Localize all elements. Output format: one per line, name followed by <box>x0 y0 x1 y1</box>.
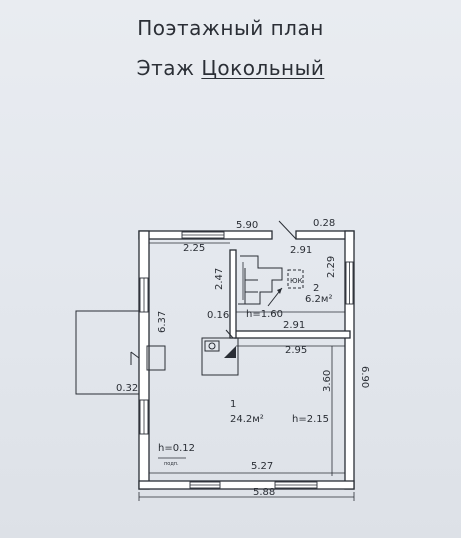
doors <box>130 220 297 365</box>
floor-name: Цокольный <box>201 56 325 80</box>
stair-height-label: h=1.60 <box>246 309 283 320</box>
porch-outline <box>75 310 140 395</box>
dim-stair-height: 2.47 <box>214 268 225 290</box>
wall-partition-horizontal <box>234 330 351 339</box>
door-porch-leaf <box>130 351 140 359</box>
porch <box>75 310 166 395</box>
dim-bottom-outer: 5.88 <box>253 487 275 498</box>
boiler-box <box>287 269 304 289</box>
dim-bottom-inner: 5.27 <box>251 461 273 472</box>
wall-bottom <box>138 480 355 490</box>
porch-step <box>146 345 166 371</box>
dim-left-height: 6.37 <box>157 311 168 333</box>
wall-partition-stair <box>229 249 237 339</box>
dim-porch: 0.32 <box>116 383 138 394</box>
dim-top-inner: 2.25 <box>183 243 205 254</box>
room-2-area: 6.2м² <box>305 294 332 305</box>
floor-level-label: h=0.12 <box>158 443 195 454</box>
dim-top-outer: 5.90 <box>236 220 258 231</box>
stair <box>238 255 283 307</box>
dim-hall-top: 2.95 <box>285 345 307 356</box>
floor-level-note: подп. <box>164 461 179 467</box>
title-block: Поэтажный план Этаж Цокольный <box>0 0 461 100</box>
dim-hall-height: 3.60 <box>322 370 333 392</box>
windows <box>139 231 354 489</box>
stair-arrowhead <box>277 288 282 294</box>
dim-stair-offset: 0.16 <box>207 310 229 321</box>
dimension-lines <box>110 242 355 501</box>
stove-flue <box>224 346 236 358</box>
floor-label: Этаж Цокольный <box>0 56 461 80</box>
plan-title: Поэтажный план <box>137 16 324 40</box>
room-labels: 1 24.2м² h=2.15 2 6.2м² h=1.60 h=0.12 по… <box>158 283 332 467</box>
stair-steps <box>238 255 283 305</box>
dim-stair-right: 2.91 <box>290 245 312 256</box>
dim-stair-bottom: 2.91 <box>283 320 305 331</box>
door-entrance-leaf <box>278 220 297 240</box>
dimension-labels: 5.90 0.28 2.25 2.91 2.47 2.29 6.37 0.16 … <box>116 218 370 498</box>
room-1-area: 24.2м² <box>230 414 264 425</box>
room-1-number: 1 <box>230 399 236 410</box>
fixtures: ЮК <box>201 269 304 376</box>
room-1-height: h=2.15 <box>292 414 329 425</box>
dim-top-right-wall: 0.28 <box>313 218 335 229</box>
dim-small-room-height: 2.29 <box>326 256 337 278</box>
room-2-number: 2 <box>313 283 319 294</box>
dim-right-outer: 6.90 <box>359 366 370 388</box>
floor-prefix: Этаж <box>136 56 202 80</box>
stove-unit <box>201 337 239 376</box>
boiler-label: ЮК <box>290 277 303 285</box>
